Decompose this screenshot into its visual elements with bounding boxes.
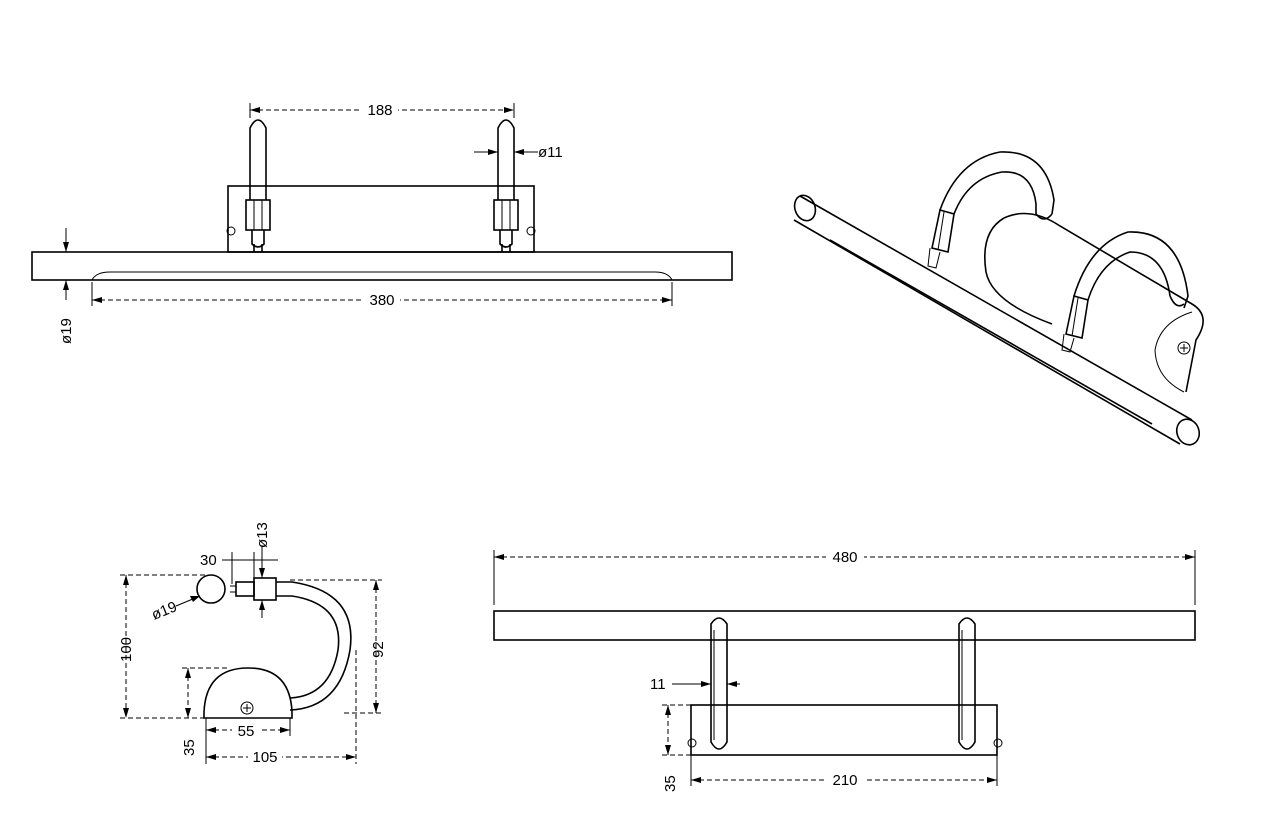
dim-plate-width: 210 xyxy=(832,772,857,789)
dim-plate-height: 35 xyxy=(662,775,679,792)
dim-total-height: 100 xyxy=(118,637,135,662)
dim-base-width: 55 xyxy=(238,723,255,740)
dim-arm-height: 92 xyxy=(370,641,387,658)
side-view: 30 ø13 ø19 100 92 35 xyxy=(118,522,387,766)
dim-light-length: 380 xyxy=(369,292,394,309)
isometric-view xyxy=(793,151,1204,446)
dim-arm-spacing: 188 xyxy=(367,102,392,119)
dim-clamp-diameter: ø13 xyxy=(254,522,271,548)
front-view: 480 11 35 210 xyxy=(493,548,1196,792)
top-view: 188 ø11 ø19 380 xyxy=(31,101,733,344)
dim-arm-offset: 30 xyxy=(200,552,217,569)
dim-total-depth: 105 xyxy=(252,749,277,766)
dim-front-arm-diameter: 11 xyxy=(650,676,666,693)
dim-base-height: 35 xyxy=(181,739,198,756)
dim-overall-length: 480 xyxy=(832,549,857,566)
dim-side-bar-diameter: ø19 xyxy=(149,598,179,623)
dim-bar-diameter: ø19 xyxy=(58,318,75,344)
dim-arm-diameter: ø11 xyxy=(538,144,563,161)
